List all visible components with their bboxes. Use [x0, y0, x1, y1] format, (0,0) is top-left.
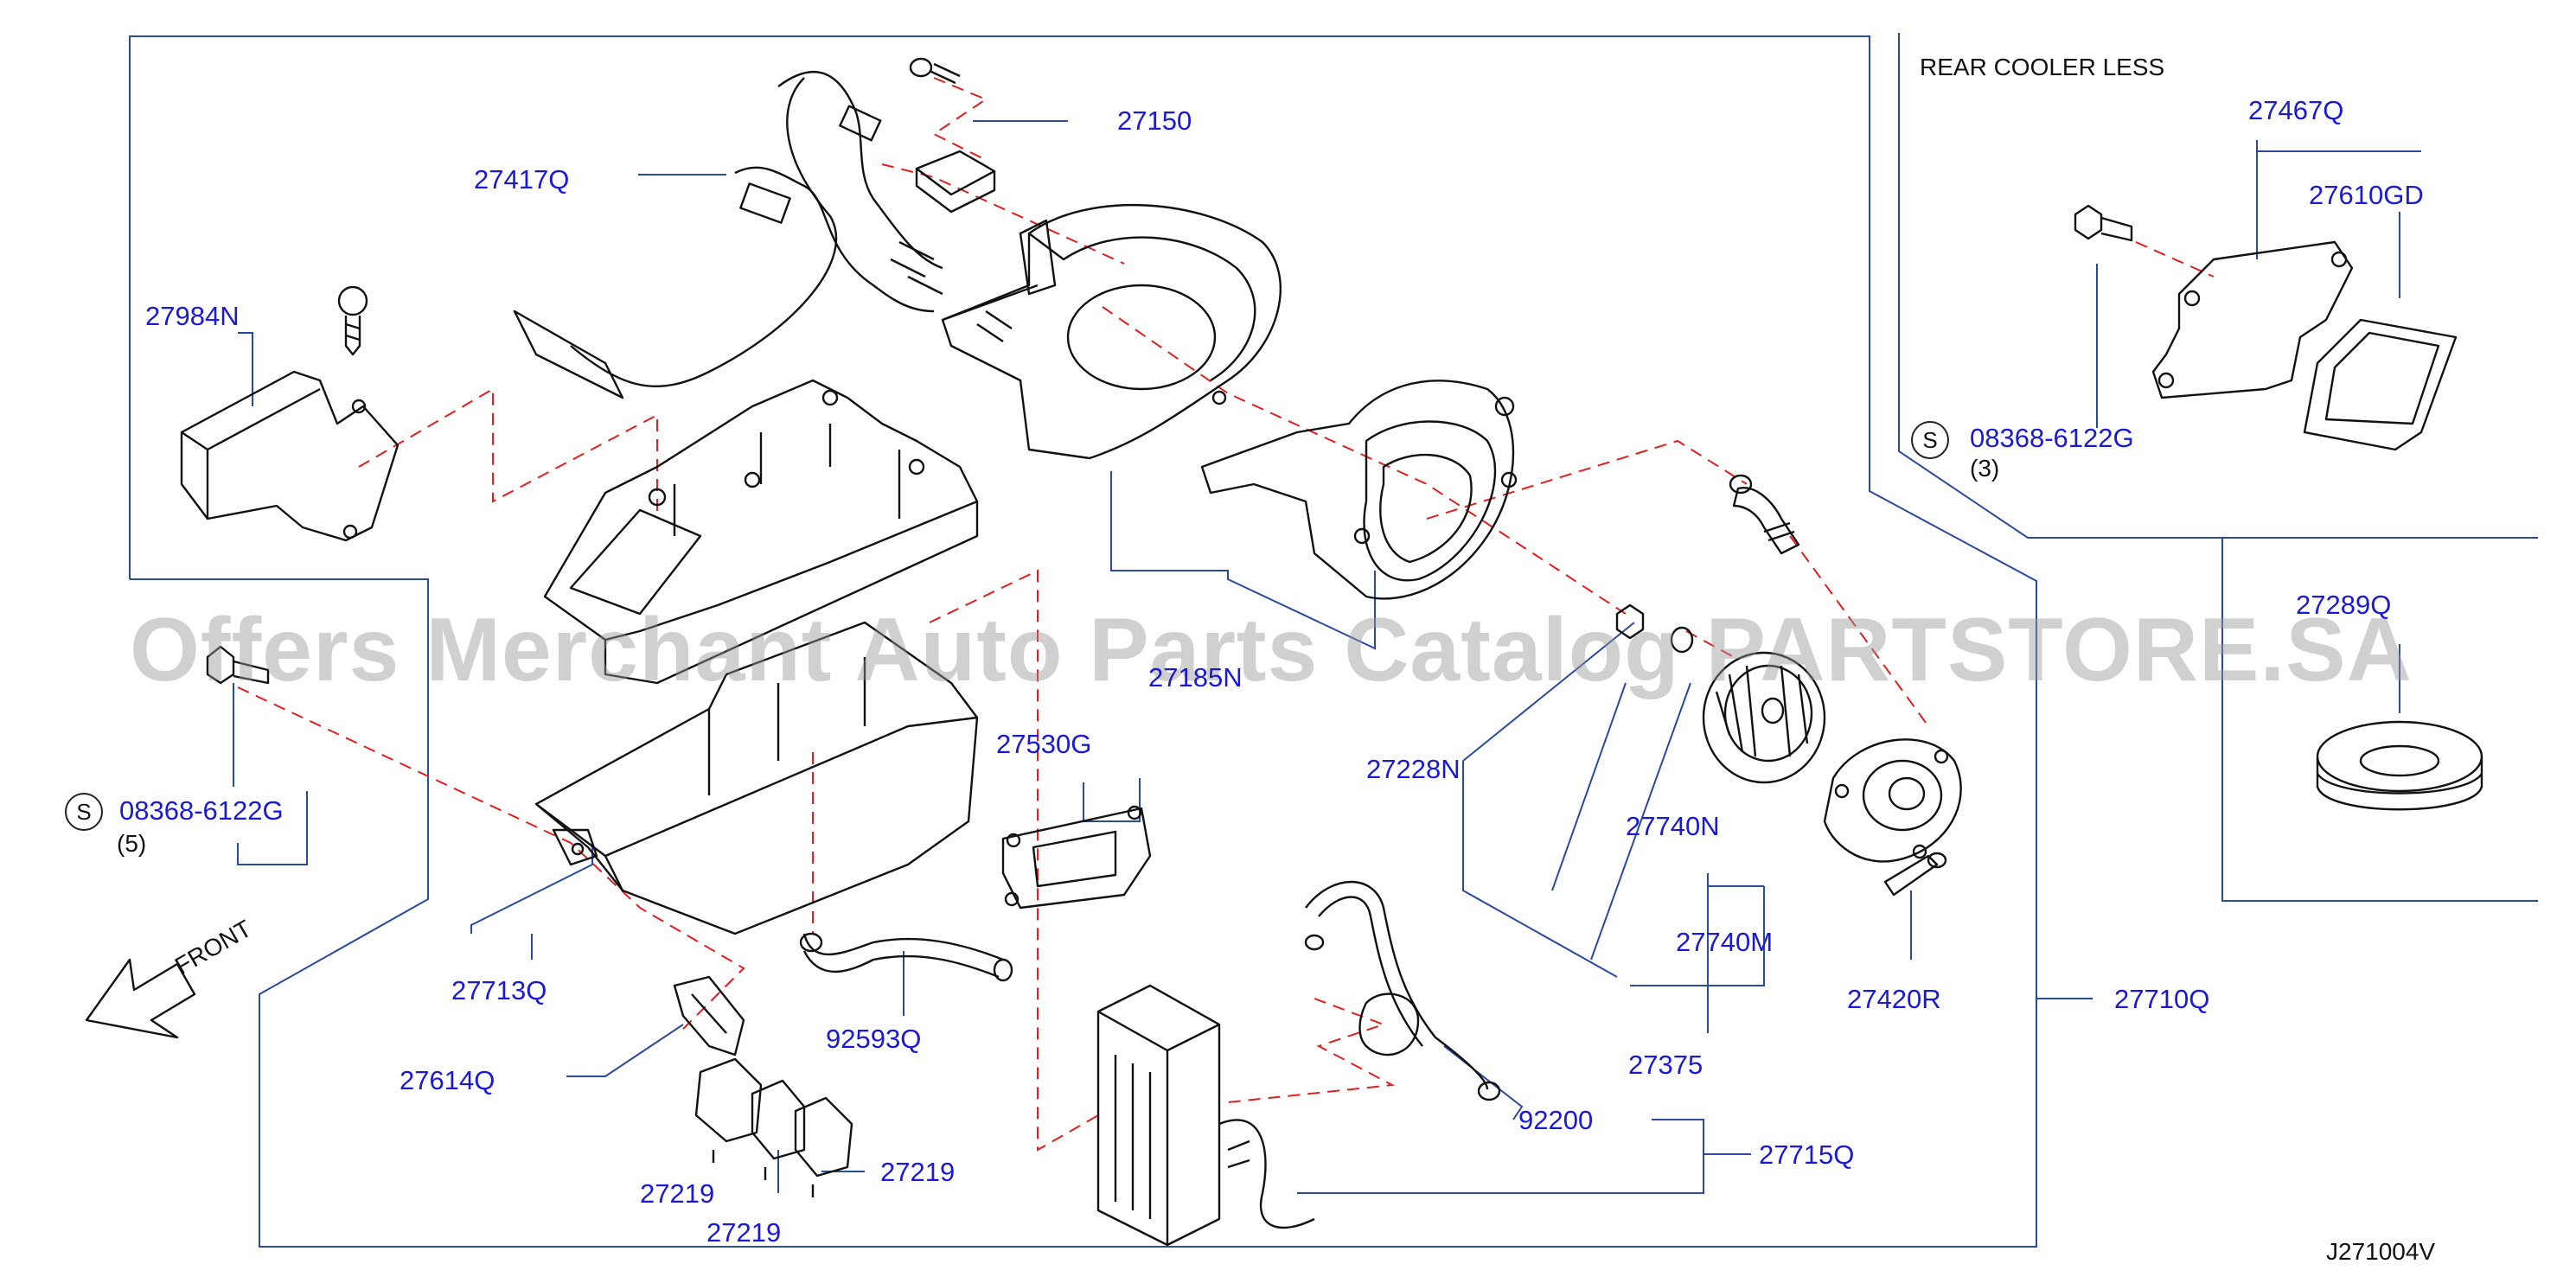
lower-cooling-housing	[534, 621, 979, 935]
left-bolt	[206, 645, 270, 685]
s-symbol-right: S	[1911, 421, 1949, 459]
bracket-27530G	[1001, 805, 1152, 910]
part-label-27219-left[interactable]: 27219	[640, 1178, 715, 1209]
nut	[1615, 603, 1694, 654]
gasket	[2303, 318, 2458, 451]
resistor-plate	[673, 975, 745, 1056]
harness-connector	[915, 150, 996, 214]
motor-wire	[1883, 852, 1947, 897]
diagram-code: J271004V	[2326, 1238, 2436, 1265]
part-label-27289Q[interactable]: 27289Q	[2296, 590, 2392, 620]
diagram-frame	[129, 33, 2538, 1248]
part-label-27984N[interactable]: 27984N	[145, 301, 240, 331]
part-label-27740M[interactable]: 27740M	[1676, 927, 1774, 957]
part-label-27715Q[interactable]: 27715Q	[1759, 1139, 1855, 1170]
part-label-08368-6122G-left[interactable]: 08368-6122G	[119, 795, 284, 826]
screw-top	[909, 57, 961, 85]
part-label-27740N[interactable]: 27740N	[1626, 811, 1720, 841]
watermark-text: Offers Merchant Auto Parts Catalog PARTS…	[130, 600, 2413, 700]
front-arrow-icon	[85, 958, 196, 1039]
part-label-27610GD[interactable]: 27610GD	[2309, 180, 2424, 210]
grommet	[2316, 720, 2483, 811]
s-symbol-left: S	[65, 793, 103, 831]
part-label-27185N[interactable]: 27185N	[1148, 662, 1243, 693]
cover-plate	[2151, 240, 2354, 399]
part-label-27228N[interactable]: 27228N	[1366, 754, 1461, 784]
sensor-pipe	[1304, 880, 1501, 1101]
upper-heater-housing	[543, 379, 979, 685]
part-label-27375[interactable]: 27375	[1628, 1050, 1703, 1080]
blower-case-lower	[1200, 380, 1518, 600]
part-label-27710Q[interactable]: 27710Q	[2114, 984, 2210, 1014]
part-label-27614Q[interactable]: 27614Q	[400, 1065, 495, 1095]
blower-fan	[1702, 651, 1826, 784]
part-label-27530G[interactable]: 27530G	[996, 729, 1092, 759]
part-label-27150[interactable]: 27150	[1117, 105, 1192, 136]
part-label-27417Q[interactable]: 27417Q	[474, 164, 570, 195]
header-note: REAR COOLER LESS	[1920, 54, 2165, 80]
blower-motor	[1823, 738, 1962, 863]
right-bolt	[2074, 204, 2133, 242]
quantity-08368-left: (5)	[117, 830, 147, 857]
part-label-92593Q[interactable]: 92593Q	[826, 1024, 922, 1054]
hose-fitting	[1729, 474, 1800, 555]
quantity-08368-right: (3)	[1970, 455, 2000, 482]
part-label-27219-right[interactable]: 27219	[880, 1157, 956, 1187]
part-label-92200[interactable]: 92200	[1518, 1105, 1594, 1135]
connector-blocks	[694, 1057, 853, 1197]
foot-duct	[180, 370, 400, 542]
part-label-27219-bottom[interactable]: 27219	[706, 1217, 782, 1248]
part-label-27467Q[interactable]: 27467Q	[2248, 95, 2344, 125]
part-label-27420R[interactable]: 27420R	[1847, 984, 1941, 1014]
blower-case-upper	[941, 203, 1282, 460]
part-label-27713Q[interactable]: 27713Q	[451, 975, 547, 1005]
part-label-08368-6122G-right[interactable]: 08368-6122G	[1970, 423, 2134, 453]
screw-left	[337, 285, 368, 356]
leader-lines	[233, 120, 2421, 1194]
drain-hose	[799, 932, 1013, 982]
part-drawings	[85, 57, 2483, 1247]
evaporator-core	[1096, 984, 1315, 1247]
wiring-harness	[513, 71, 943, 399]
